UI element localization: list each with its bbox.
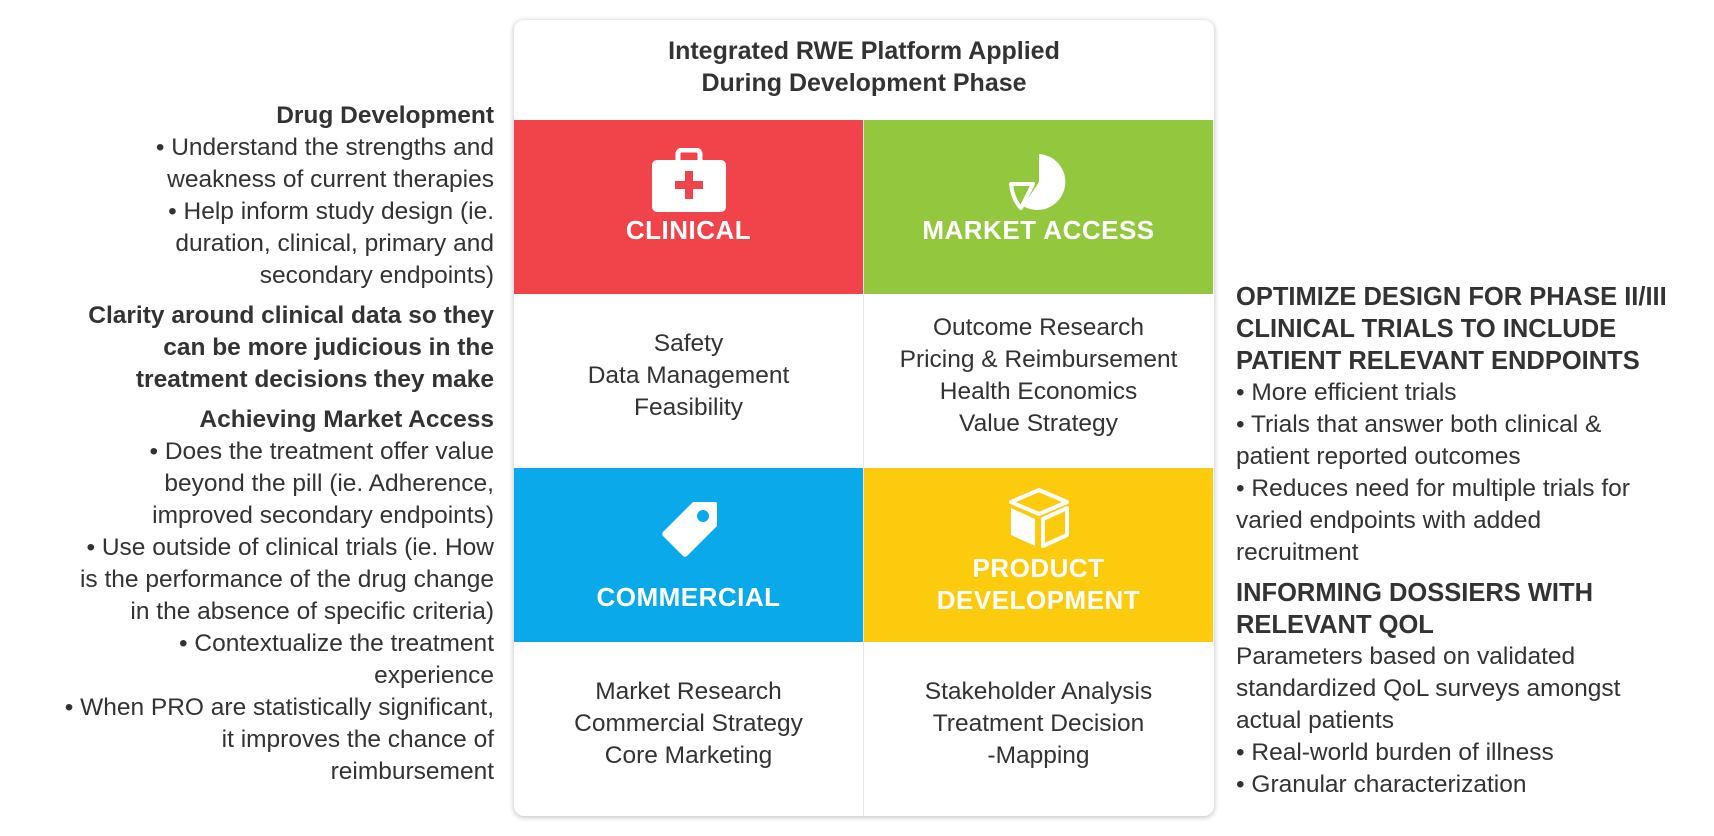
market-access-line: • When PRO are statistically significant… [64, 694, 494, 721]
list-item: Market Research [595, 678, 782, 705]
card-title-line: Integrated RWE Platform Applied [668, 37, 1060, 65]
clinical-label: CLINICAL [625, 215, 752, 245]
product-development-tile: PRODUCT DEVELOPMENT [864, 468, 1213, 642]
optimize-line: • Trials that answer both clinical & [1236, 411, 1602, 438]
list-item: Stakeholder Analysis [924, 678, 1153, 705]
dossiers-line: standardized QoL surveys amongst [1236, 675, 1621, 702]
list-item: -Mapping [987, 742, 1090, 769]
market-access-line: beyond the pill (ie. Adherence, [164, 470, 494, 497]
rwe-platform-card: Integrated RWE Platform Applied During D… [514, 20, 1214, 816]
clarity-line: Clarity around clinical data so they [88, 302, 494, 329]
optimize-line: varied endpoints with added [1236, 507, 1542, 534]
list-item: Pricing & Reimbursement [899, 346, 1178, 373]
market-access-line: experience [374, 662, 494, 689]
dossiers-line: • Real-world burden of illness [1236, 739, 1554, 766]
commercial-tile: COMMERCIAL [514, 468, 863, 642]
clarity-line: can be more judicious in the [163, 334, 494, 361]
list-item: Safety [653, 330, 724, 357]
commercial-label: COMMERCIAL [596, 582, 781, 612]
list-item: Data Management [587, 362, 790, 389]
market-access-list: Outcome Research Pricing & Reimbursement… [864, 312, 1213, 440]
list-item: Feasibility [634, 394, 743, 421]
box-icon [1008, 488, 1069, 548]
optimize-line: • Reduces need for multiple trials for [1236, 475, 1630, 502]
market-access-line: reimbursement [330, 758, 494, 785]
list-item: Commercial Strategy [574, 710, 803, 737]
market-access-line: improved secondary endpoints) [152, 502, 494, 529]
drug-development-line: duration, clinical, primary and [175, 230, 494, 257]
drug-development-line: • Help inform study design (ie. [168, 198, 494, 225]
first-aid-kit-icon [651, 148, 726, 212]
drug-development-line: • Understand the strengths and [155, 134, 494, 161]
product-development-label-line: PRODUCT [972, 553, 1105, 583]
market-access-line: it improves the chance of [221, 726, 494, 753]
list-item: Core Marketing [604, 742, 773, 769]
clinical-tile: CLINICAL [514, 120, 863, 294]
dossiers-line: • Granular characterization [1236, 771, 1527, 798]
product-development-label-line: DEVELOPMENT [936, 585, 1141, 615]
optimize-heading-line: OPTIMIZE DESIGN FOR PHASE II/III [1236, 283, 1667, 311]
card-title: Integrated RWE Platform Applied During D… [514, 35, 1214, 99]
left-column: Drug Development • Understand the streng… [0, 100, 494, 796]
drug-development-heading: Drug Development [276, 102, 494, 129]
dossiers-section: INFORMING DOSSIERS WITH RELEVANT QOL Par… [1236, 577, 1714, 801]
market-access-section: Achieving Market Access • Does the treat… [0, 404, 494, 788]
market-access-line: • Does the treatment offer value [149, 438, 494, 465]
clarity-statement: Clarity around clinical data so they can… [0, 300, 494, 396]
card-title-line: During Development Phase [701, 69, 1027, 97]
dossiers-heading-line: RELEVANT QOL [1236, 611, 1434, 639]
price-tag-icon [661, 502, 717, 557]
dossiers-heading-line: INFORMING DOSSIERS WITH [1236, 579, 1593, 607]
list-item: Health Economics [939, 378, 1138, 405]
optimize-heading-line: CLINICAL TRIALS TO INCLUDE [1236, 315, 1617, 343]
drug-development-line: secondary endpoints) [259, 262, 494, 289]
optimize-section: OPTIMIZE DESIGN FOR PHASE II/III CLINICA… [1236, 281, 1714, 569]
optimize-line: • More efficient trials [1236, 379, 1457, 406]
product-development-label: PRODUCT DEVELOPMENT [864, 552, 1213, 616]
market-access-heading: Achieving Market Access [199, 406, 494, 433]
market-access-line: • Contextualize the treatment [179, 630, 494, 657]
list-item: Value Strategy [959, 410, 1118, 437]
pie-chart-icon [1008, 154, 1065, 210]
dossiers-line: actual patients [1236, 707, 1394, 734]
market-access-line: in the absence of specific criteria) [130, 598, 494, 625]
commercial-list: Market Research Commercial Strategy Core… [514, 676, 863, 772]
dossiers-line: Parameters based on validated [1236, 643, 1576, 670]
drug-development-section: Drug Development • Understand the streng… [0, 100, 494, 292]
optimize-heading-line: PATIENT RELEVANT ENDPOINTS [1236, 347, 1640, 375]
drug-development-line: weakness of current therapies [167, 166, 494, 193]
optimize-line: recruitment [1236, 539, 1359, 566]
market-access-tile: MARKET ACCESS [864, 120, 1213, 294]
clarity-line: treatment decisions they make [135, 366, 494, 393]
market-access-line: • Use outside of clinical trials (ie. Ho… [86, 534, 494, 561]
clinical-list: Safety Data Management Feasibility [514, 328, 863, 424]
market-access-line: is the performance of the drug change [79, 566, 494, 593]
vertical-divider [863, 120, 864, 816]
market-access-label: MARKET ACCESS [922, 215, 1155, 245]
list-item: Treatment Decision [932, 710, 1145, 737]
product-development-list: Stakeholder Analysis Treatment Decision … [864, 676, 1213, 772]
list-item: Outcome Research [932, 314, 1145, 341]
right-column: OPTIMIZE DESIGN FOR PHASE II/III CLINICA… [1236, 281, 1714, 809]
optimize-line: patient reported outcomes [1236, 443, 1521, 470]
